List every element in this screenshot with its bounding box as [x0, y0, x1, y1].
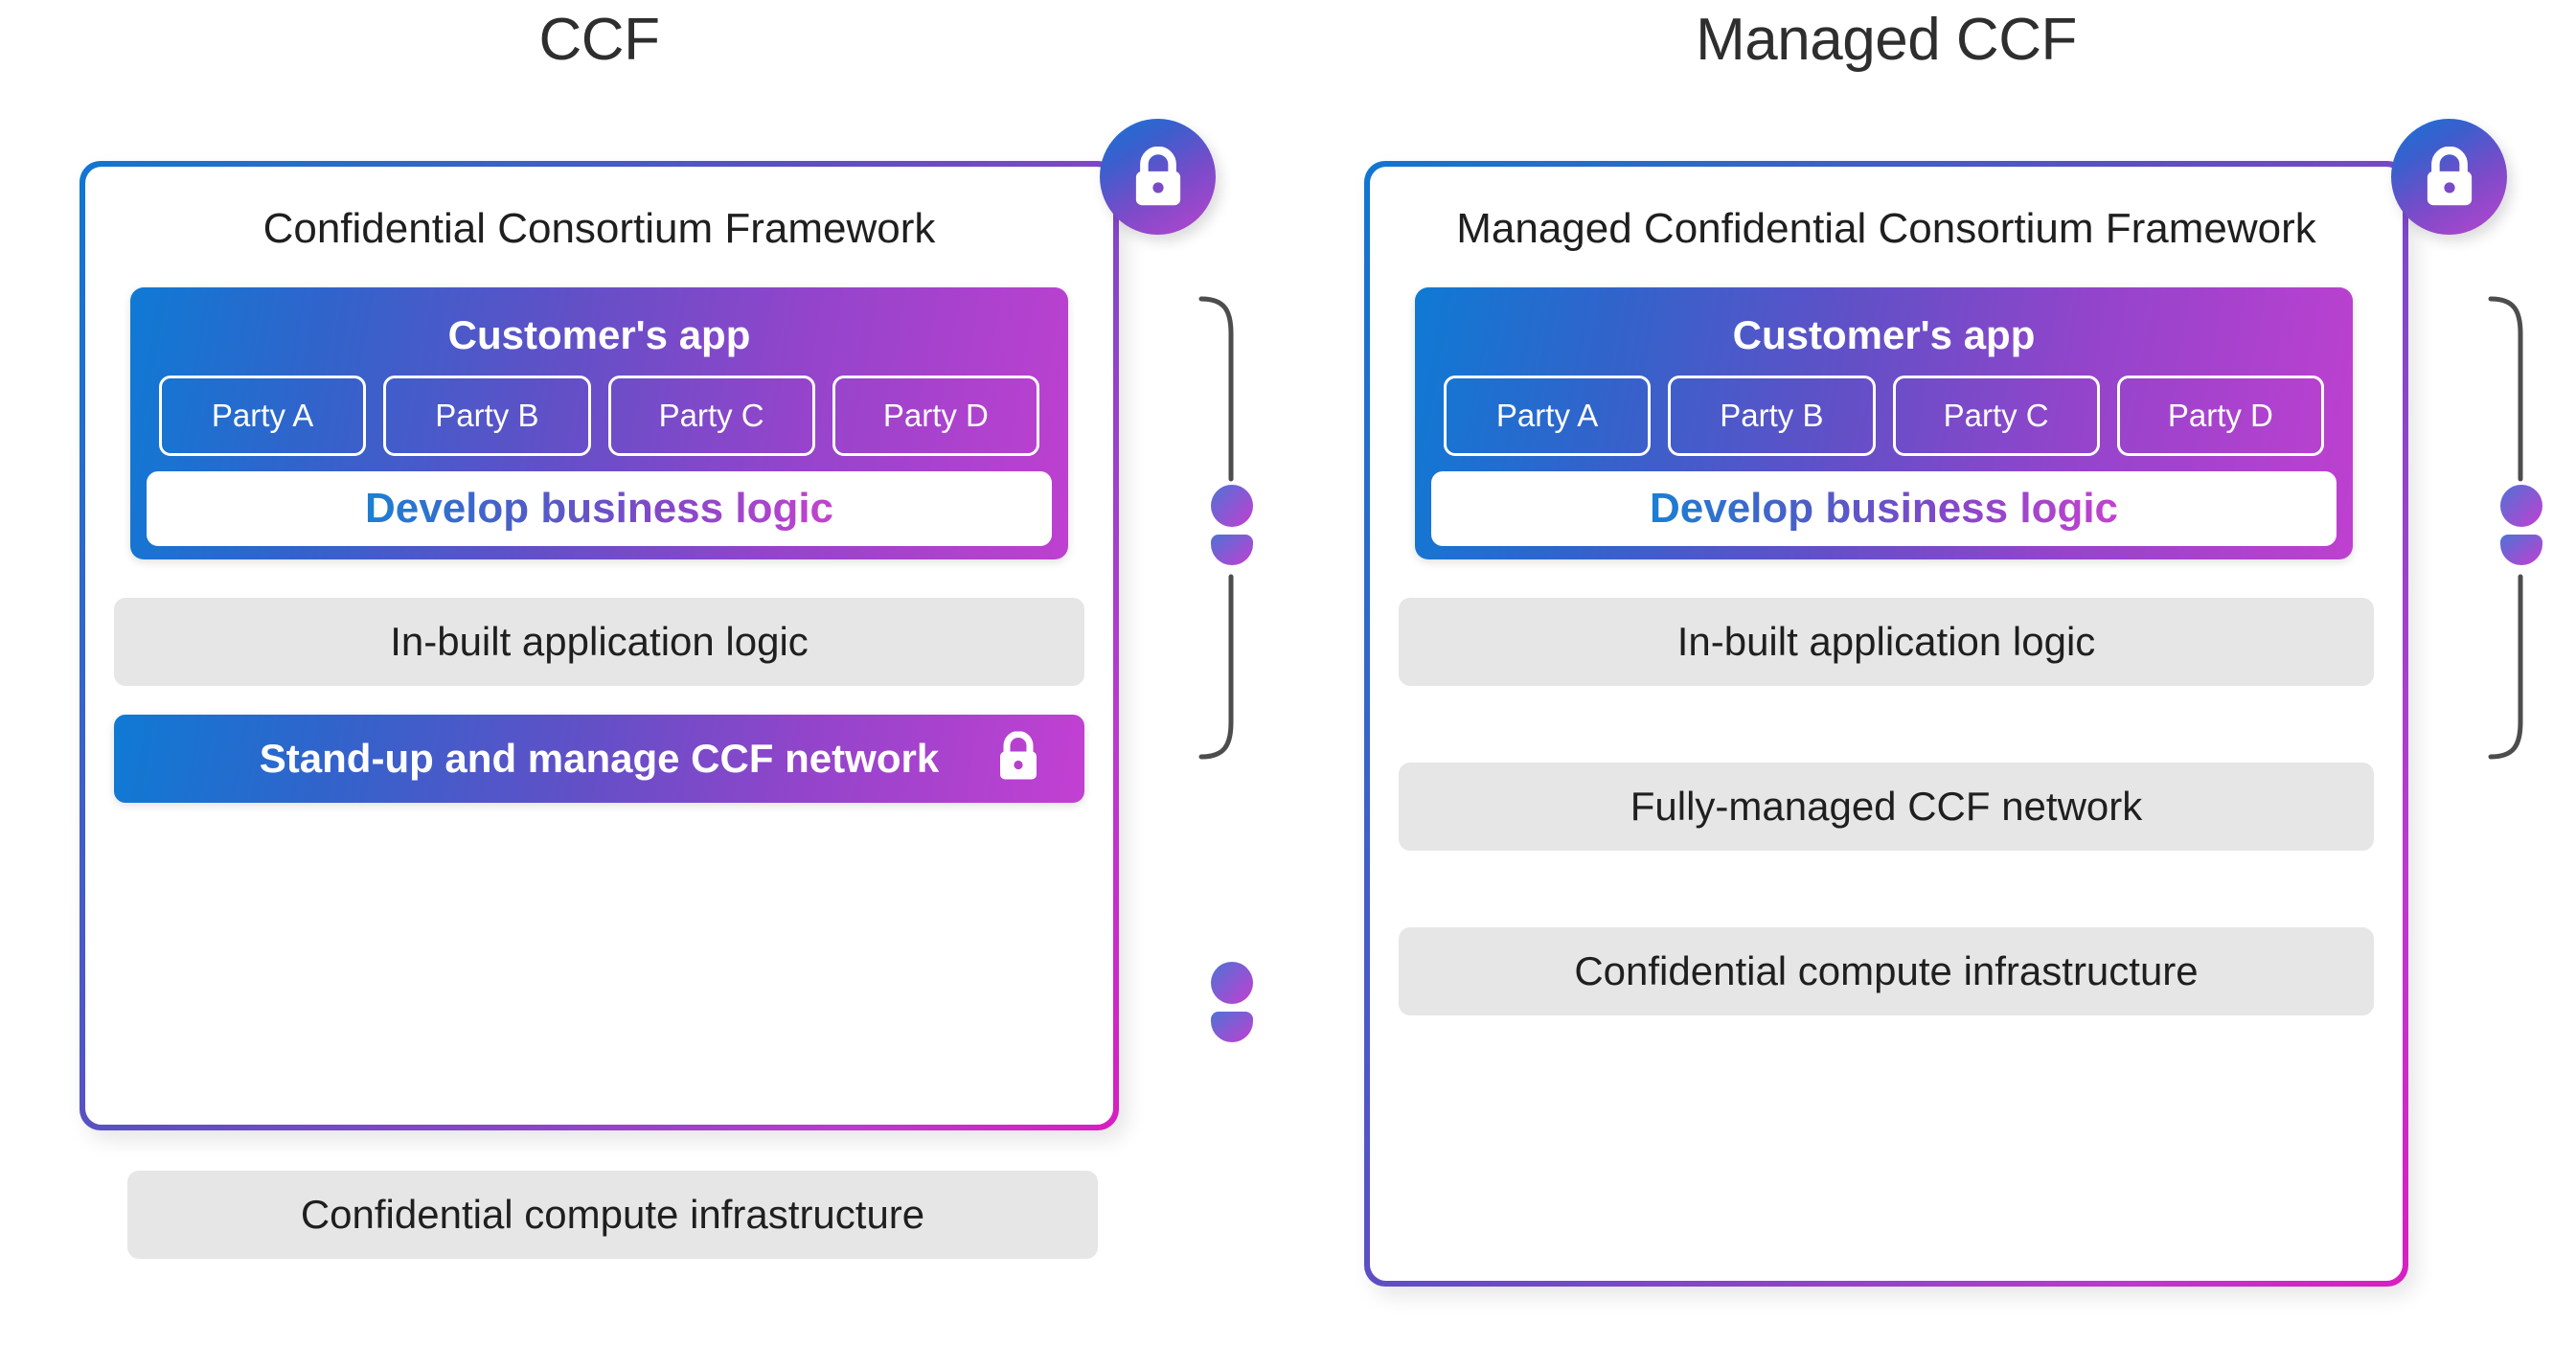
lock-icon [996, 731, 1040, 786]
develop-business-logic-card-managed[interactable]: Develop business logic [1431, 471, 2337, 546]
party-box-d-ccf[interactable]: Party D [832, 376, 1039, 456]
curly-bracket-icon [2488, 296, 2523, 760]
party-box-b-ccf[interactable]: Party B [383, 376, 591, 456]
develop-business-logic-label-managed: Develop business logic [1649, 485, 2119, 532]
lock-badge-managed-ccf [2391, 119, 2507, 235]
person-icon-network-ccf [1209, 960, 1255, 1053]
row-confidential-compute-infrastructure-ccf: Confidential compute infrastructure [127, 1171, 1098, 1259]
row-fully-managed-ccf-network: Fully-managed CCF network [1399, 763, 2374, 851]
lock-icon [2427, 146, 2472, 205]
person-icon [2498, 483, 2544, 576]
party-box-a-managed[interactable]: Party A [1444, 376, 1652, 456]
customer-app-title-managed: Customer's app [1732, 312, 2036, 357]
lock-badge-ccf [1100, 119, 1216, 235]
row-stand-up-manage-ccf-network: Stand-up and manage CCF network [114, 715, 1084, 803]
party-box-d-managed[interactable]: Party D [2116, 376, 2324, 456]
party-box-c-managed[interactable]: Party C [1892, 376, 2100, 456]
customer-app-title-ccf: Customer's app [447, 312, 751, 357]
panel-ccf-inner: Confidential Consortium Framework Custom… [85, 167, 1113, 1125]
develop-business-logic-label-ccf: Develop business logic [364, 485, 834, 532]
bracket-group-managed-app [2485, 295, 2552, 761]
curly-bracket-icon [1198, 296, 1234, 760]
row-stand-up-manage-ccf-network-label: Stand-up and manage CCF network [259, 736, 940, 781]
party-box-a-ccf[interactable]: Party A [159, 376, 367, 456]
customer-app-card-managed: Customer's app Party A Party B Party C P… [1415, 287, 2353, 559]
page-title-ccf: CCF [538, 7, 660, 73]
customer-app-card-ccf: Customer's app Party A Party B Party C P… [130, 287, 1068, 559]
party-box-b-managed[interactable]: Party B [1668, 376, 1876, 456]
row-confidential-compute-infrastructure-managed: Confidential compute infrastructure [1399, 927, 2374, 1015]
party-box-c-ccf[interactable]: Party C [607, 376, 815, 456]
panel-managed-ccf: Managed Confidential Consortium Framewor… [1364, 161, 2408, 1287]
row-in-built-application-logic-managed: In-built application logic [1399, 598, 2374, 686]
lock-icon [1135, 146, 1180, 205]
develop-business-logic-card-ccf[interactable]: Develop business logic [147, 471, 1052, 546]
party-row-ccf: Party A Party B Party C Party D [159, 376, 1039, 456]
panel-managed-ccf-inner: Managed Confidential Consortium Framewor… [1370, 167, 2403, 1281]
page-title-managed-ccf: Managed CCF [1696, 7, 2077, 73]
bracket-group-ccf-app [1196, 295, 1263, 761]
panel-ccf-heading: Confidential Consortium Framework [262, 205, 936, 252]
panel-managed-ccf-heading: Managed Confidential Consortium Framewor… [1456, 205, 2316, 252]
person-icon [1209, 483, 1255, 576]
party-row-managed: Party A Party B Party C Party D [1444, 376, 2324, 456]
panel-ccf: Confidential Consortium Framework Custom… [80, 161, 1119, 1130]
row-in-built-application-logic-ccf: In-built application logic [114, 598, 1084, 686]
